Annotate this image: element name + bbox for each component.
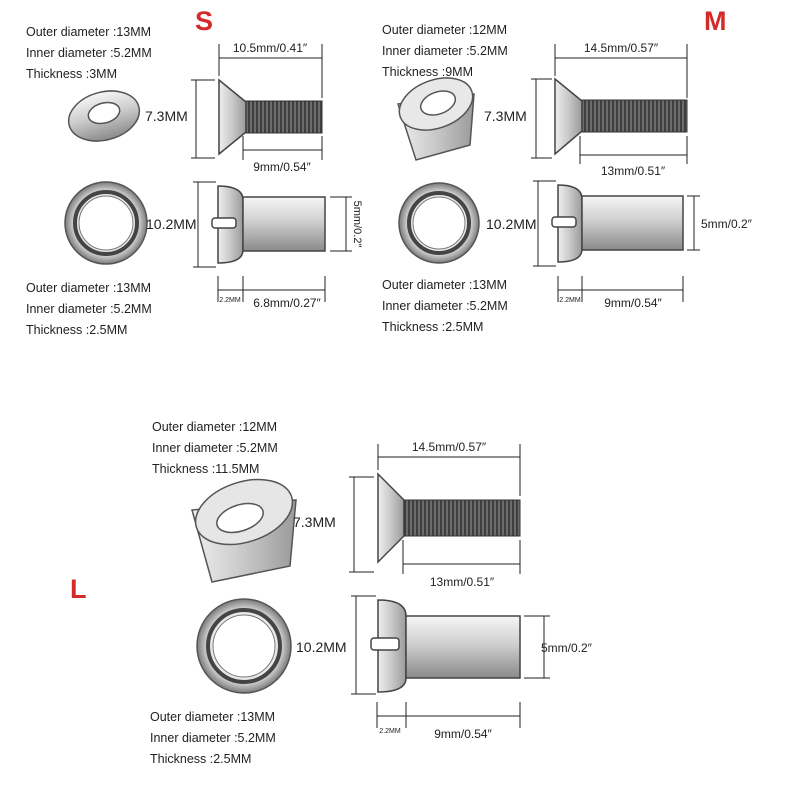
cheese-head-screw-m [551, 184, 684, 263]
spec-line: Outer diameter :13MM [26, 25, 152, 39]
dimension-label: 10.2MM [296, 639, 347, 655]
dimension-label: 2.2MM [219, 297, 241, 304]
countersunk-screw-m [554, 77, 688, 156]
spec-m-top: Outer diameter :12MM Inner diameter :5.2… [382, 20, 508, 83]
dimension-cheese-length-s: 2.2MM 6.8mm/0.27″ [217, 276, 326, 310]
spec-line: Inner diameter :5.2MM [152, 441, 278, 455]
dimension-label: 13mm/0.51″ [430, 575, 495, 589]
spec-line: Outer diameter :12MM [152, 420, 278, 434]
dimension-cheese-shank-diameter-s: 5mm/0.2″ [330, 196, 363, 252]
dimension-label: 10.2MM [146, 216, 197, 232]
cheese-head-screw-s [211, 185, 326, 264]
washer-thick-m [397, 77, 475, 161]
dimension-label: 14.5mm/0.57″ [584, 41, 659, 55]
spec-line: Outer diameter :13MM [382, 278, 508, 292]
dimension-total-length-l: 14.5mm/0.57″ [377, 440, 521, 496]
size-letter-s: S [195, 6, 214, 36]
spec-line: Inner diameter :5.2MM [26, 46, 152, 60]
dimension-label: 9mm/0.54″ [253, 160, 311, 174]
dimension-cheese-head-s: 10.2MM [146, 181, 216, 268]
dimension-label: 7.3MM [145, 108, 188, 124]
size-l-group: 14.5mm/0.57″ 7.3MM 13mm/0.51″ [191, 440, 593, 741]
dimension-label: 10.5mm/0.41″ [233, 41, 308, 55]
spec-line: Outer diameter :13MM [26, 281, 152, 295]
dimension-label: 9mm/0.54″ [434, 727, 492, 741]
size-letter-l: L [70, 574, 87, 604]
dimension-label: 5mm/0.2″ [701, 217, 753, 231]
spec-line: Thickness :3MM [26, 67, 117, 81]
dimension-label: 5mm/0.2″ [351, 201, 363, 248]
washer-thick-l [191, 478, 297, 583]
size-m-group: 14.5mm/0.57″ 7.3MM 13mm/0.51″ [397, 41, 753, 310]
dimension-head-diameter-m: 7.3MM [484, 78, 552, 159]
dimension-thread-length-s: 9mm/0.54″ [242, 136, 323, 174]
dimension-cheese-shank-diameter-m: 5mm/0.2″ [687, 195, 753, 251]
dimension-cheese-length-m: 2.2MM 9mm/0.54″ [557, 276, 684, 310]
dimension-thread-length-l: 13mm/0.51″ [402, 540, 521, 589]
spec-line: Inner diameter :5.2MM [150, 731, 276, 745]
dimension-label: 9mm/0.54″ [604, 296, 662, 310]
spec-l-top: Outer diameter :12MM Inner diameter :5.2… [152, 417, 278, 480]
dimension-thread-length-m: 13mm/0.51″ [579, 136, 688, 178]
spec-line: Thickness :11.5MM [152, 462, 260, 476]
dimension-total-length-s: 10.5mm/0.41″ [218, 41, 323, 98]
spec-line: Outer diameter :12MM [382, 23, 508, 37]
washer-ring-m [398, 182, 480, 264]
dimension-label: 7.3MM [484, 108, 527, 124]
dimension-label: 6.8mm/0.27″ [253, 296, 321, 310]
washer-thin-s [67, 90, 141, 142]
dimension-head-diameter-s: 7.3MM [145, 79, 215, 159]
spec-line: Thickness :2.5MM [382, 320, 484, 334]
spec-l-bottom: Outer diameter :13MM Inner diameter :5.2… [150, 707, 276, 770]
spec-m-bottom: Outer diameter :13MM Inner diameter :5.2… [382, 275, 508, 338]
dimension-label: 2.2MM [559, 297, 581, 304]
spec-line: Inner diameter :5.2MM [382, 44, 508, 58]
dimension-label: 10.2MM [486, 216, 537, 232]
spec-line: Inner diameter :5.2MM [26, 302, 152, 316]
washer-ring-s [64, 181, 148, 265]
spec-line: Outer diameter :13MM [150, 710, 276, 724]
spec-s-top: Outer diameter :13MM Inner diameter :5.2… [26, 22, 152, 85]
dimension-label: 14.5mm/0.57″ [412, 440, 487, 454]
countersunk-screw-l [377, 472, 521, 564]
dimension-label: 13mm/0.51″ [601, 164, 666, 178]
spec-line: Thickness :9MM [382, 65, 473, 79]
dimension-label: 7.3MM [293, 514, 336, 530]
spec-line: Thickness :2.5MM [150, 752, 252, 766]
dimension-head-diameter-l: 7.3MM [293, 476, 374, 573]
dimension-cheese-head-m: 10.2MM [486, 180, 556, 267]
spec-s-bottom: Outer diameter :13MM Inner diameter :5.2… [26, 278, 152, 341]
dimension-cheese-head-l: 10.2MM [296, 595, 376, 695]
dimension-cheese-shank-diameter-l: 5mm/0.2″ [524, 615, 593, 679]
dimension-label: 2.2MM [379, 728, 401, 735]
spec-line: Thickness :2.5MM [26, 323, 128, 337]
size-letter-m: M [704, 6, 727, 36]
size-s-group: 10.5mm/0.41″ 7.3MM 9mm/0.54″ [64, 41, 363, 310]
spec-line: Inner diameter :5.2MM [382, 299, 508, 313]
countersunk-screw-s [218, 78, 323, 156]
dimension-cheese-length-l: 2.2MM 9mm/0.54″ [376, 702, 521, 741]
cheese-head-screw-l [370, 599, 521, 693]
dimension-total-length-m: 14.5mm/0.57″ [554, 41, 688, 98]
washer-ring-l [196, 598, 292, 694]
dimension-label: 5mm/0.2″ [541, 641, 593, 655]
